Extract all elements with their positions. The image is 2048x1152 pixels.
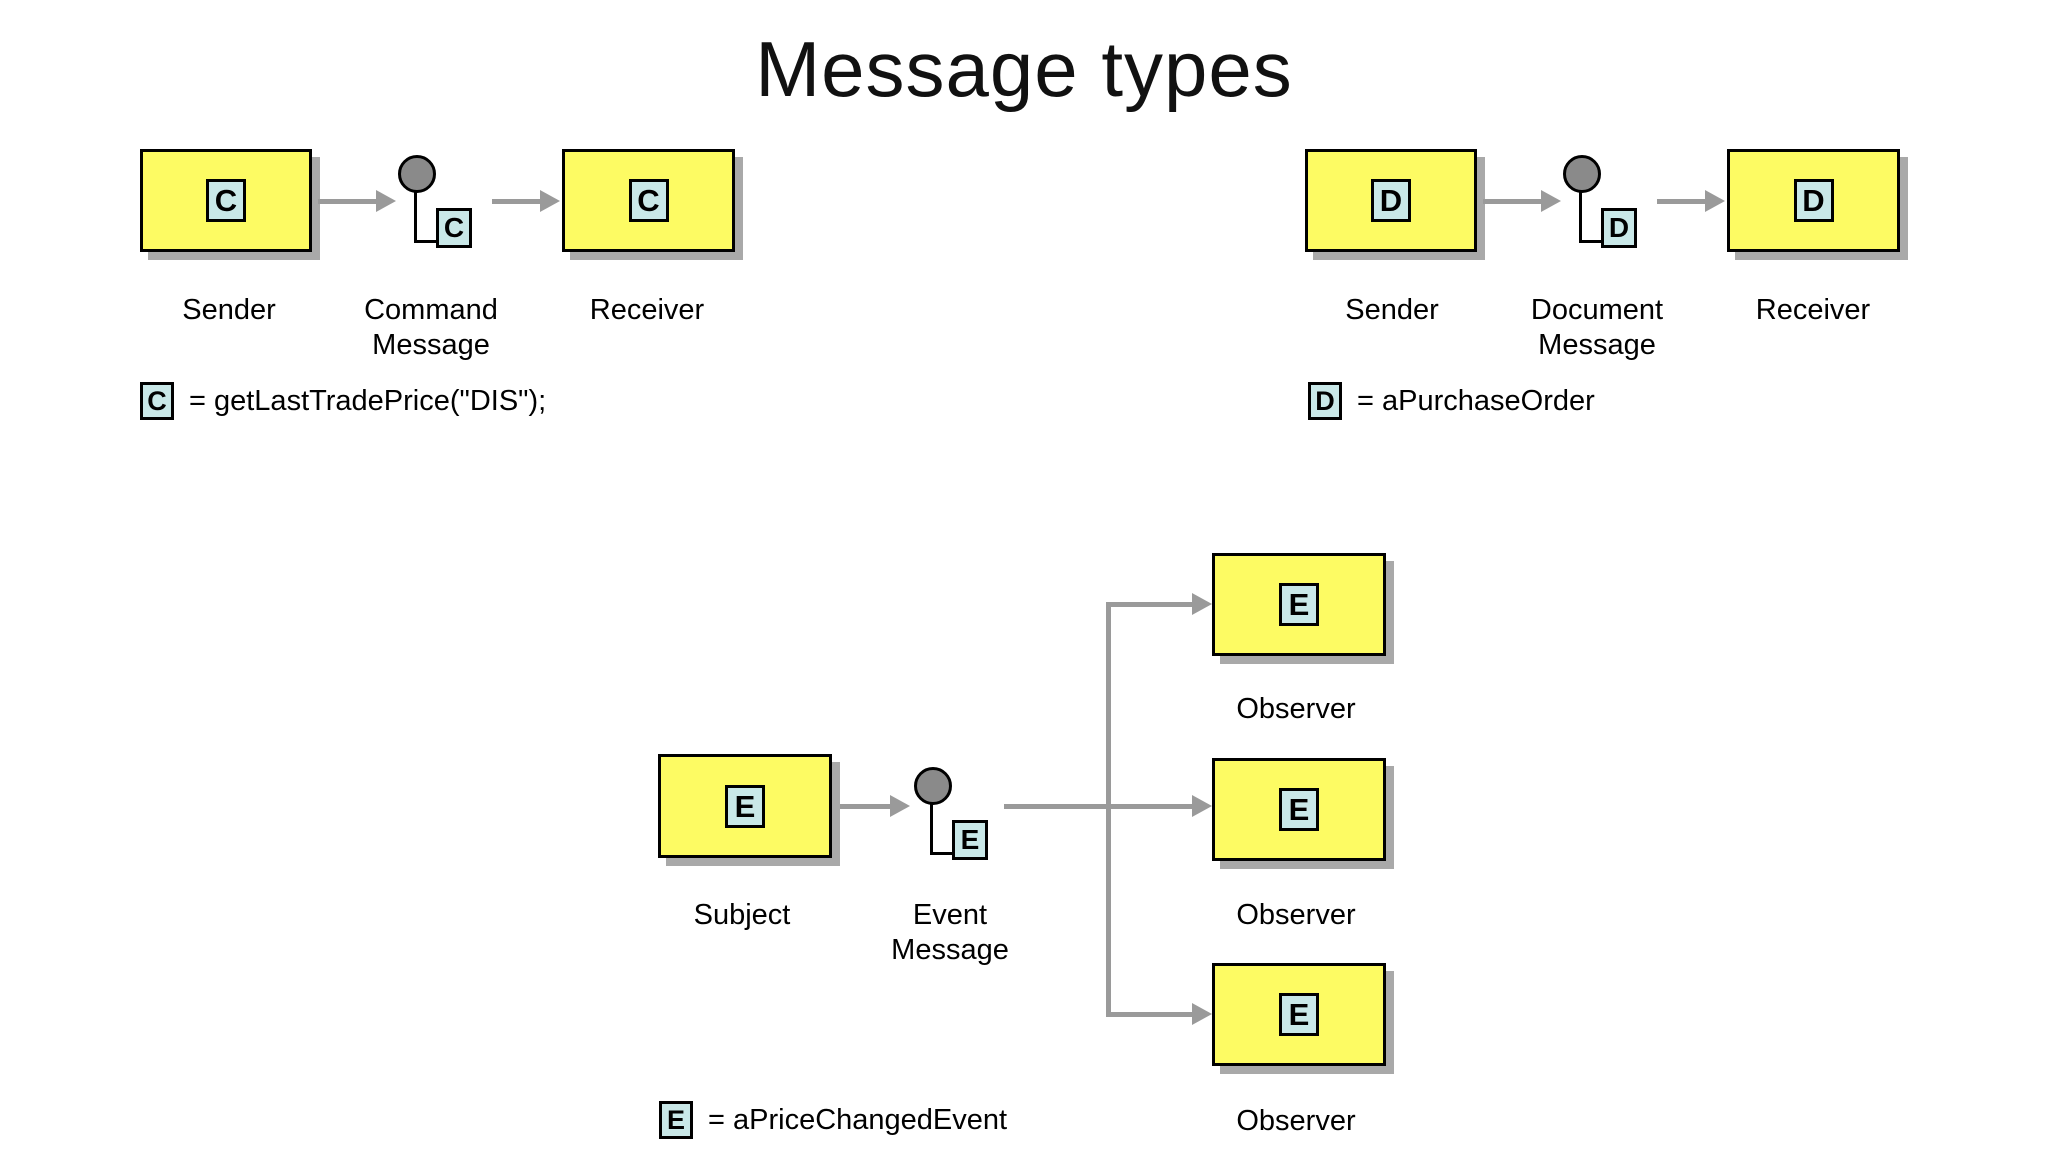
legend-letter-badge: D bbox=[1308, 382, 1342, 420]
flow-arrow bbox=[318, 190, 396, 212]
observer-box: E bbox=[1212, 758, 1386, 861]
label-line: Message bbox=[1538, 329, 1656, 361]
observer-box: E bbox=[1212, 553, 1386, 656]
flow-arrow bbox=[492, 190, 560, 212]
message-icon: D bbox=[1563, 155, 1643, 255]
message-type-label: Document Message bbox=[1531, 293, 1663, 363]
observer-box: E bbox=[1212, 963, 1386, 1066]
flow-arrow bbox=[1657, 190, 1725, 212]
message-letter-badge: C bbox=[436, 208, 472, 248]
connector-line bbox=[414, 191, 417, 243]
legend-letter-badge: E bbox=[659, 1101, 693, 1139]
branch-vertical-line bbox=[1106, 602, 1111, 1017]
branch-arrow-top bbox=[1106, 593, 1212, 615]
flow-arrow bbox=[840, 795, 910, 817]
letter: D bbox=[1802, 183, 1825, 218]
receiver-label: Receiver bbox=[1755, 294, 1871, 326]
page-title: Message types bbox=[755, 25, 1293, 113]
legend-text: = aPriceChangedEvent bbox=[708, 1103, 1008, 1136]
branch-arrow-middle bbox=[1004, 795, 1212, 817]
connector-line bbox=[1579, 191, 1582, 243]
message-circle-icon bbox=[1563, 155, 1601, 193]
receiver-box: D bbox=[1727, 149, 1900, 252]
message-circle-icon bbox=[914, 767, 952, 805]
flow-arrow bbox=[1483, 190, 1561, 212]
legend-text: = getLastTradePrice("DIS"); bbox=[189, 384, 547, 417]
subject-box: E bbox=[658, 754, 832, 858]
sender-label: Sender bbox=[182, 294, 276, 326]
letter: C bbox=[637, 183, 660, 218]
label-line: Message bbox=[891, 934, 1009, 966]
letter: E bbox=[1288, 792, 1310, 827]
connector-line bbox=[930, 803, 933, 855]
sender-box: D bbox=[1305, 149, 1477, 252]
message-letter-badge: D bbox=[1601, 208, 1637, 248]
letter: D bbox=[1315, 385, 1335, 416]
letter-badge: D bbox=[1371, 179, 1411, 222]
label-line: Command bbox=[364, 294, 498, 326]
connector-line bbox=[1579, 240, 1603, 243]
event-legend: E = aPriceChangedEvent bbox=[659, 1101, 1007, 1139]
arrowhead-icon bbox=[1192, 1003, 1212, 1025]
receiver-box: C bbox=[562, 149, 735, 252]
arrowhead-icon bbox=[1192, 795, 1212, 817]
letter-badge: C bbox=[628, 179, 669, 222]
message-type-label: Event Message bbox=[891, 898, 1009, 968]
label-line: Event bbox=[912, 899, 988, 931]
letter: E bbox=[960, 824, 980, 855]
letter: E bbox=[734, 788, 756, 824]
letter-badge: E bbox=[725, 784, 765, 828]
letter-badge: C bbox=[206, 179, 246, 222]
message-icon: C bbox=[398, 155, 478, 255]
arrowhead-icon bbox=[376, 190, 396, 212]
letter: C bbox=[443, 212, 465, 243]
label-line: Message bbox=[372, 329, 490, 361]
letter: C bbox=[147, 385, 167, 416]
arrowhead-icon bbox=[1541, 190, 1561, 212]
receiver-label: Receiver bbox=[589, 294, 705, 326]
arrowhead-icon bbox=[540, 190, 560, 212]
observer-label: Observer bbox=[1236, 1105, 1356, 1137]
command-legend: C = getLastTradePrice("DIS"); bbox=[140, 382, 546, 420]
subject-label: Subject bbox=[693, 899, 791, 931]
label-line: Document bbox=[1530, 294, 1664, 326]
connector-line bbox=[414, 240, 438, 243]
legend-text: = aPurchaseOrder bbox=[1357, 384, 1595, 417]
legend-letter-badge: C bbox=[140, 382, 174, 420]
letter: C bbox=[214, 183, 238, 218]
message-icon: E bbox=[914, 767, 994, 867]
document-legend: D = aPurchaseOrder bbox=[1308, 382, 1595, 420]
message-type-label: Command Message bbox=[364, 293, 498, 363]
connector-line bbox=[930, 852, 954, 855]
letter: D bbox=[1608, 212, 1630, 243]
letter: E bbox=[1288, 997, 1310, 1032]
letter-badge: E bbox=[1279, 788, 1319, 831]
letter-badge: E bbox=[1279, 583, 1319, 626]
letter-badge: E bbox=[1279, 993, 1319, 1036]
letter: D bbox=[1379, 183, 1403, 218]
sender-label: Sender bbox=[1345, 294, 1439, 326]
letter: E bbox=[1288, 587, 1310, 622]
arrowhead-icon bbox=[890, 795, 910, 817]
message-letter-badge: E bbox=[952, 820, 988, 860]
observer-label: Observer bbox=[1236, 693, 1356, 725]
observer-label: Observer bbox=[1236, 899, 1356, 931]
letter: E bbox=[666, 1104, 685, 1135]
arrowhead-icon bbox=[1705, 190, 1725, 212]
sender-box: C bbox=[140, 149, 312, 252]
branch-arrow-bottom bbox=[1106, 1003, 1212, 1025]
letter-badge: D bbox=[1793, 179, 1834, 222]
message-circle-icon bbox=[398, 155, 436, 193]
arrowhead-icon bbox=[1192, 593, 1212, 615]
